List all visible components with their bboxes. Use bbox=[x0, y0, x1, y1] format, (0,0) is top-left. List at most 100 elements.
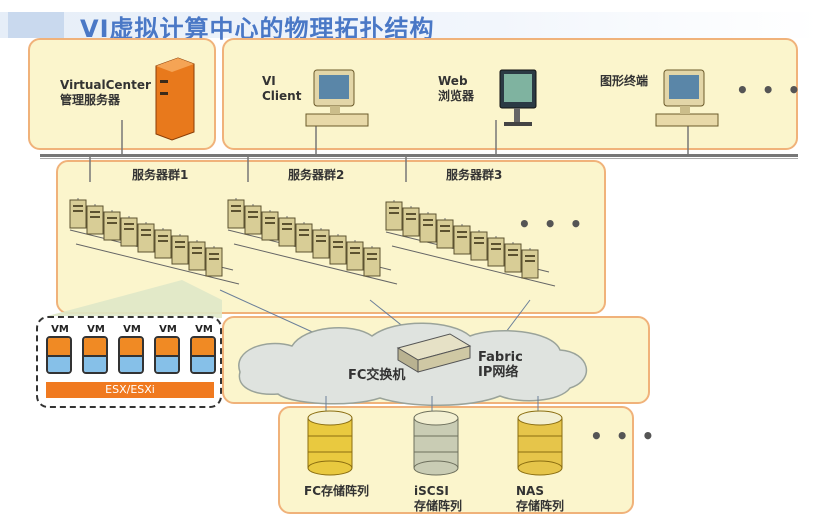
vm-tile: VM bbox=[190, 324, 218, 374]
clients-more-dots: • • • bbox=[736, 78, 804, 102]
server-group-2-server bbox=[278, 217, 296, 247]
server-group-3-server-slot bbox=[457, 231, 467, 233]
server-group-2-server bbox=[346, 241, 364, 271]
server-group-2-server-slot bbox=[316, 240, 326, 242]
server-group-3-server bbox=[419, 213, 437, 243]
fc-switch-front bbox=[417, 345, 471, 373]
server-group-3-server-slot bbox=[440, 225, 450, 227]
server-group-2-rail bbox=[233, 243, 398, 285]
server-group-2-server-slot bbox=[231, 205, 241, 207]
server-group-2-server bbox=[227, 199, 245, 229]
server-group-1-rail bbox=[75, 243, 240, 285]
server-group-3-server-slot bbox=[406, 218, 416, 220]
title-accent bbox=[8, 12, 64, 38]
server-group-2-server bbox=[261, 211, 279, 241]
server-group-3-server bbox=[487, 237, 505, 267]
fc-storage-icon-top bbox=[307, 410, 353, 426]
web-browser-screen bbox=[504, 74, 532, 102]
server-group-1-server bbox=[103, 211, 121, 241]
server-group-1-server-slot bbox=[141, 229, 151, 231]
web-browser-label: Web 浏览器 bbox=[438, 74, 475, 103]
server-group-1-server-slot bbox=[73, 210, 83, 212]
vcenter-label: VirtualCenter 管理服务器 bbox=[60, 78, 151, 107]
server-group-1-server-slot bbox=[209, 258, 219, 260]
vcenter-server-top bbox=[156, 58, 194, 72]
server-group-3-label: 服务器群3 bbox=[446, 168, 503, 182]
server-group-2-server-slot bbox=[299, 234, 309, 236]
vi-client-computer-stand bbox=[330, 106, 340, 114]
server-group-1-server-slot bbox=[90, 216, 100, 218]
server-group-3-server bbox=[504, 243, 522, 273]
server-group-2-server-slot bbox=[265, 217, 275, 219]
server-group-2-server-slot bbox=[282, 223, 292, 225]
server-group-3-server bbox=[436, 219, 454, 249]
server-group-3-server-slot bbox=[423, 224, 433, 226]
iscsi-storage-icon-top bbox=[413, 410, 459, 426]
server-group-3-server-slot bbox=[474, 237, 484, 239]
server-group-2-server-slot bbox=[282, 228, 292, 230]
vm-tile: VM bbox=[46, 324, 74, 374]
server-group-3-server-slot bbox=[389, 207, 399, 209]
server-group-1-server bbox=[205, 247, 223, 277]
server-group-3-server-slot bbox=[457, 236, 467, 238]
server-group-1-server-slot bbox=[73, 205, 83, 207]
graphic-terminal-computer-base bbox=[655, 113, 719, 127]
fc-storage-label: FC存储阵列 bbox=[304, 484, 370, 498]
server-group-2-server-slot bbox=[333, 241, 343, 243]
server-group-3-server-slot bbox=[525, 255, 535, 257]
server-group-1-server-slot bbox=[124, 223, 134, 225]
server-group-3-server-slot bbox=[491, 248, 501, 250]
server-group-2-server-slot bbox=[367, 253, 377, 255]
graphic-terminal-computer-stand bbox=[680, 106, 690, 114]
server-group-2-server bbox=[329, 235, 347, 265]
vi-client-computer-screen bbox=[319, 75, 349, 99]
server-group-3-server-slot bbox=[406, 213, 416, 215]
server-group-2-server bbox=[312, 229, 330, 259]
servers-more-dots: • • • bbox=[518, 212, 586, 236]
server-group-2-server-slot bbox=[316, 235, 326, 237]
vm-label: VM bbox=[123, 324, 141, 335]
server-group-1-server bbox=[120, 217, 138, 247]
fc-storage-icon-body bbox=[307, 417, 353, 469]
server-group-3-server bbox=[470, 231, 488, 261]
iscsi-storage-label: iSCSI 存储阵列 bbox=[414, 484, 463, 513]
graphic-terminal-label: 图形终端 bbox=[600, 74, 649, 88]
server-group-2-server-slot bbox=[333, 246, 343, 248]
server-group-1-server-slot bbox=[175, 246, 185, 248]
server-group-1-server-slot bbox=[107, 222, 117, 224]
server-group-3-server bbox=[521, 249, 539, 279]
graphic-terminal-computer-screen bbox=[669, 75, 699, 99]
server-group-1-server-slot bbox=[192, 252, 202, 254]
server-group-1-server-slot bbox=[124, 228, 134, 230]
server-group-1-server bbox=[86, 205, 104, 235]
server-group-3-rail bbox=[391, 245, 556, 287]
server-group-3-server bbox=[453, 225, 471, 255]
server-group-1-server-slot bbox=[141, 234, 151, 236]
nas-storage-label: NAS 存储阵列 bbox=[516, 484, 565, 513]
server-group-2-server bbox=[295, 223, 313, 253]
server-group-1-server bbox=[154, 229, 172, 259]
server-group-2-server-slot bbox=[231, 210, 241, 212]
server-group-2-server bbox=[244, 205, 262, 235]
vm-icon bbox=[82, 336, 108, 374]
nas-storage-icon-body bbox=[517, 417, 563, 469]
iscsi-storage-icon-base bbox=[413, 460, 459, 476]
server-group-2-server-slot bbox=[265, 222, 275, 224]
server-group-1-server bbox=[171, 235, 189, 265]
lan-backbone bbox=[40, 154, 798, 157]
server-group-3-server-slot bbox=[508, 254, 518, 256]
server-group-3-server-slot bbox=[508, 249, 518, 251]
vm-label: VM bbox=[87, 324, 105, 335]
fc-switch-label: FC交换机 bbox=[348, 368, 406, 383]
server-group-1-server-slot bbox=[158, 235, 168, 237]
server-group-1-server-slot bbox=[192, 247, 202, 249]
lan-backbone-shadow bbox=[40, 158, 798, 159]
title-band bbox=[0, 12, 820, 38]
storage-more-dots: • • • bbox=[590, 424, 658, 448]
vm-label: VM bbox=[51, 324, 69, 335]
nas-storage-icon-top bbox=[517, 410, 563, 426]
server-group-2-server-slot bbox=[350, 252, 360, 254]
server-group-2-server-slot bbox=[248, 211, 258, 213]
server-group-3-server-slot bbox=[525, 260, 535, 262]
